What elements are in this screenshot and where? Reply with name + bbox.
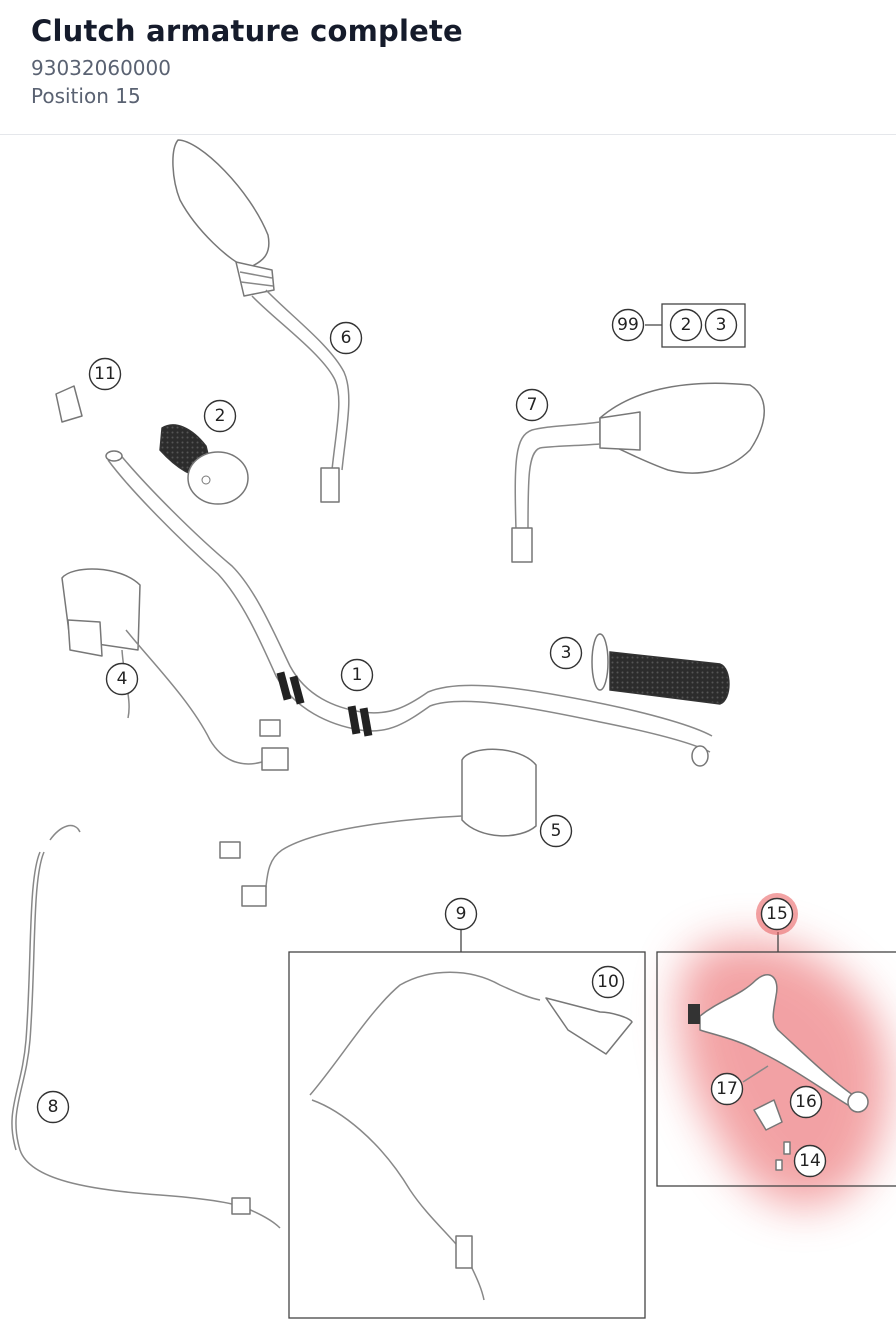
callout-8-label: 8 [48, 1097, 59, 1117]
callout-99-item-3[interactable]: 3 [704, 308, 738, 342]
callout-9-label: 9 [456, 904, 467, 924]
mirror-right [511, 382, 765, 563]
callout-99-item-2-label: 2 [681, 315, 692, 335]
throttle-cable [11, 824, 281, 1229]
part-number: 93032060000 [31, 56, 171, 80]
callout-17-label: 17 [716, 1079, 738, 1099]
callout-17[interactable]: 17 [710, 1072, 744, 1106]
callout-99-item-2[interactable]: 2 [669, 308, 703, 342]
callout-10[interactable]: 10 [591, 965, 625, 999]
bushing [55, 385, 83, 423]
highlight-area [678, 940, 889, 1206]
handlebar [105, 450, 713, 767]
position-label: Position 15 [31, 84, 141, 108]
callout-99-label: 99 [617, 315, 639, 335]
callout-14-label: 14 [799, 1151, 821, 1171]
kit-reference-99 [645, 303, 746, 348]
callout-3-label: 3 [561, 643, 572, 663]
callout-2-label: 2 [215, 406, 226, 426]
callout-5[interactable]: 5 [539, 814, 573, 848]
callout-4-label: 4 [117, 669, 128, 689]
callout-16-label: 16 [795, 1092, 817, 1112]
callout-6[interactable]: 6 [329, 321, 363, 355]
callout-99-item-3-label: 3 [716, 315, 727, 335]
switch-left [61, 568, 289, 771]
grip-left [159, 424, 249, 505]
callout-3[interactable]: 3 [549, 636, 583, 670]
page-title: Clutch armature complete [31, 14, 463, 48]
callout-6-label: 6 [341, 328, 352, 348]
callout-9[interactable]: 9 [444, 897, 478, 931]
clutch-armature-box [656, 932, 896, 1187]
switch-right [219, 748, 537, 907]
callout-16[interactable]: 16 [789, 1085, 823, 1119]
callout-15[interactable]: 15 [760, 897, 794, 931]
grip-right [591, 633, 730, 705]
callout-14[interactable]: 14 [793, 1144, 827, 1178]
callout-8[interactable]: 8 [36, 1090, 70, 1124]
mirror-left [172, 139, 350, 503]
callout-7-label: 7 [527, 395, 538, 415]
callout-11-label: 11 [94, 364, 116, 384]
callout-15-label: 15 [766, 904, 788, 924]
callout-10-label: 10 [597, 972, 619, 992]
callout-7[interactable]: 7 [515, 388, 549, 422]
callout-2[interactable]: 2 [203, 399, 237, 433]
part-header: Clutch armature complete 93032060000 Pos… [0, 0, 896, 135]
callout-4[interactable]: 4 [105, 662, 139, 696]
callout-99[interactable]: 99 [611, 308, 645, 342]
callout-1-label: 1 [352, 665, 363, 685]
leader-17 [742, 1065, 769, 1083]
callout-5-label: 5 [551, 821, 562, 841]
clutch-cable-box [288, 930, 646, 1319]
callout-1[interactable]: 1 [340, 658, 374, 692]
callout-11[interactable]: 11 [88, 357, 122, 391]
exploded-parts-diagram: 1 2 3 4 5 6 7 8 9 10 11 99 2 3 15 17 16 … [11, 139, 896, 1319]
